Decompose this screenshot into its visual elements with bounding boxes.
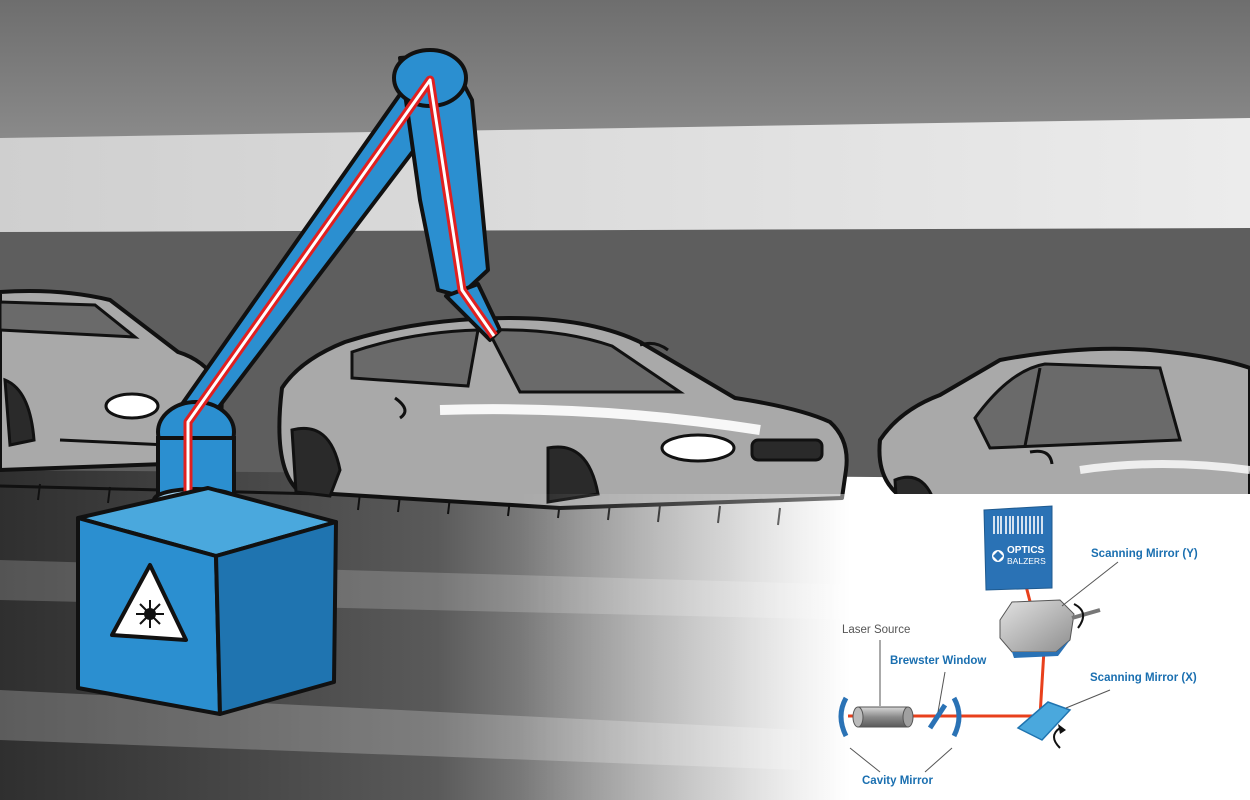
robot-arm — [152, 48, 502, 513]
label-cavity-mirror: Cavity Mirror — [862, 775, 933, 787]
cavity-mirror-right — [951, 696, 962, 738]
rotation-arrow-icon — [1073, 603, 1085, 629]
label-brewster-window: Brewster Window — [890, 655, 987, 667]
laser-unit — [76, 486, 338, 716]
label-scanning-mirror-y: Scanning Mirror (Y) — [1091, 548, 1198, 560]
car-left-wheel — [3, 377, 36, 447]
scanning-mirror-y — [999, 599, 1075, 653]
barcode-icon — [993, 516, 1043, 534]
car-left-headlight — [104, 392, 160, 420]
laser-unit-side — [214, 520, 338, 716]
car-left-window — [0, 300, 140, 339]
brand-line2: BALZERS — [1007, 556, 1046, 566]
label-scanning-mirror-x: Scanning Mirror (X) — [1090, 672, 1197, 684]
car-center-headlight — [660, 433, 736, 463]
brand-line1: OPTICS — [1007, 545, 1045, 556]
car-center-grille — [750, 438, 824, 462]
optics-balzers-tag — [983, 505, 1053, 591]
car-center-rear-window — [350, 328, 480, 388]
car-center — [277, 316, 849, 510]
car-center-rear-wheel — [290, 426, 342, 498]
brewster-window-plate — [927, 703, 948, 730]
laser-tube — [857, 706, 909, 728]
cavity-mirror-left — [838, 696, 849, 738]
rotation-arrow-icon-x — [1053, 727, 1061, 749]
laser-warning-icon — [110, 563, 188, 642]
scanning-mirror-x — [1016, 701, 1072, 741]
scanning-mirror-y-shaft — [1071, 608, 1101, 620]
optical-schematic — [838, 505, 1119, 773]
car-right-window — [973, 362, 1182, 450]
beam-path-core — [186, 78, 496, 498]
car-right — [877, 346, 1250, 498]
upper-wall — [0, 0, 1250, 140]
car-center-front-wheel — [546, 445, 600, 504]
car-center-windshield — [485, 328, 685, 394]
label-laser-source: Laser Source — [842, 624, 911, 636]
light-wall-band — [0, 118, 1250, 232]
optics-logo-icon — [992, 550, 1004, 562]
